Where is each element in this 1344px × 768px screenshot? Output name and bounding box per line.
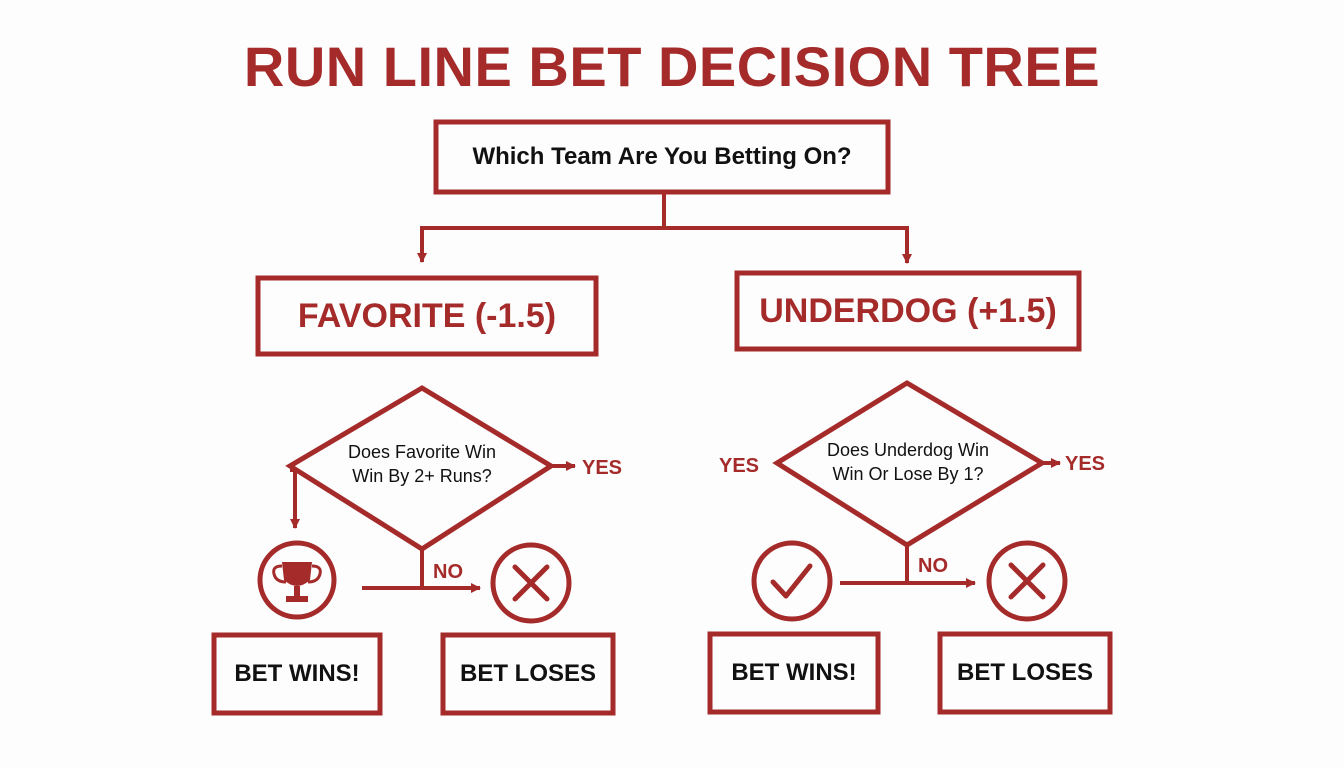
trophy-icon (257, 540, 337, 620)
underdog-question: Does Underdog Win Win Or Lose By 1? (826, 440, 990, 484)
underdog-win-result-box (707, 631, 881, 715)
root-question: Which Team Are You Betting On? (472, 143, 852, 170)
underdog-label: UNDERDOG (+1.5) (759, 291, 1057, 330)
underdog-yes-left-label: YES (718, 454, 760, 477)
favorite-yes-label: YES (581, 456, 623, 479)
favorite-no-label: NO (433, 560, 463, 583)
x-circle-icon (490, 542, 572, 624)
underdog-lose-result-box (937, 631, 1113, 715)
connector-favorite-yes-down (290, 468, 300, 529)
connector-root-to-favorite (417, 194, 666, 263)
favorite-box (255, 275, 599, 357)
favorite-win-result-box (211, 632, 383, 716)
diagram-title: RUN LINE BET DECISION TREE (243, 34, 1101, 98)
underdog-box (734, 270, 1082, 352)
underdog-win-result: BET WINS! (731, 659, 857, 686)
favorite-lose-result: BET LOSES (459, 660, 597, 687)
favorite-question: Does Favorite Win Win By 2+ Runs? (347, 442, 497, 486)
connector-root-to-underdog (664, 226, 912, 264)
x-circle-icon (986, 540, 1068, 622)
favorite-win-result: BET WINS! (234, 660, 360, 687)
favorite-label: FAVORITE (-1.5) (297, 296, 557, 335)
underdog-yes-right-label: YES (1064, 452, 1106, 475)
root-question-box (433, 119, 891, 195)
underdog-lose-result: BET LOSES (956, 659, 1094, 686)
favorite-lose-result-box (440, 632, 616, 716)
underdog-no-label: NO (918, 554, 948, 577)
checkmark-circle-icon (751, 540, 833, 622)
